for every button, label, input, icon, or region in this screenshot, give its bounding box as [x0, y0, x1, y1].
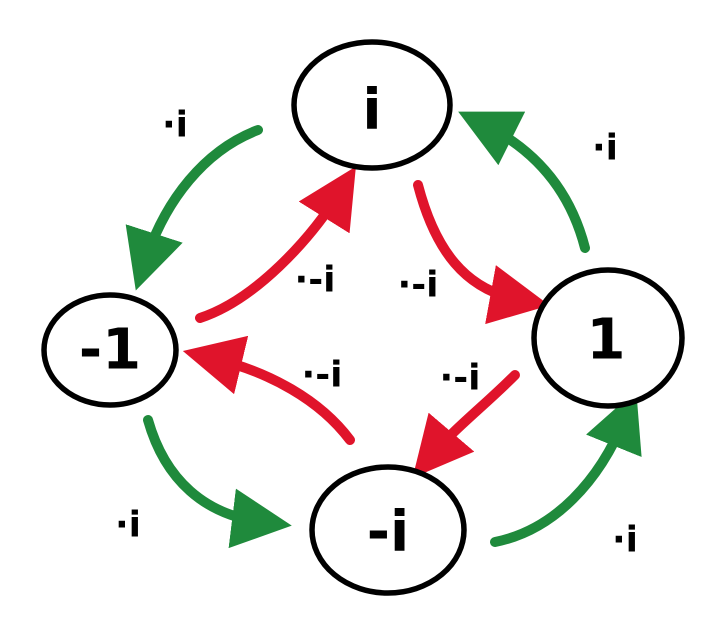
arrow-one-to-neg-i: [412, 370, 520, 478]
label-one-to-neg-i: ·-i: [440, 358, 481, 399]
node-i-label: i: [362, 78, 381, 143]
arrow-neg-i-to-neg-one: [182, 335, 355, 445]
node-neg-one-label: -1: [79, 318, 141, 383]
label-neg-i-to-neg-one: ·-i: [302, 355, 343, 396]
arrow-neg-i-to-one: [490, 390, 642, 547]
arrow-one-to-i: [458, 111, 590, 253]
node-i: i: [291, 39, 453, 171]
node-neg-i-label: -i: [367, 500, 409, 565]
label-one-to-i: ·i: [592, 128, 618, 169]
arrow-neg-one-to-i: [195, 166, 356, 323]
arrow-i-to-neg-one: [125, 125, 263, 291]
node-one-label: 1: [587, 308, 626, 373]
label-neg-one-to-neg-i: ·i: [115, 505, 141, 546]
node-neg-one: -1: [41, 292, 179, 408]
node-one: 1: [531, 267, 685, 409]
arrow-i-to-one: [413, 180, 550, 325]
label-i-to-one: ·-i: [398, 265, 439, 306]
label-neg-i-to-one: ·i: [612, 520, 638, 561]
node-neg-i: -i: [309, 464, 467, 596]
label-neg-one-to-i: ·-i: [295, 260, 336, 301]
arrow-neg-one-to-neg-i: [143, 415, 292, 549]
label-i-to-neg-one: ·i: [162, 105, 188, 146]
